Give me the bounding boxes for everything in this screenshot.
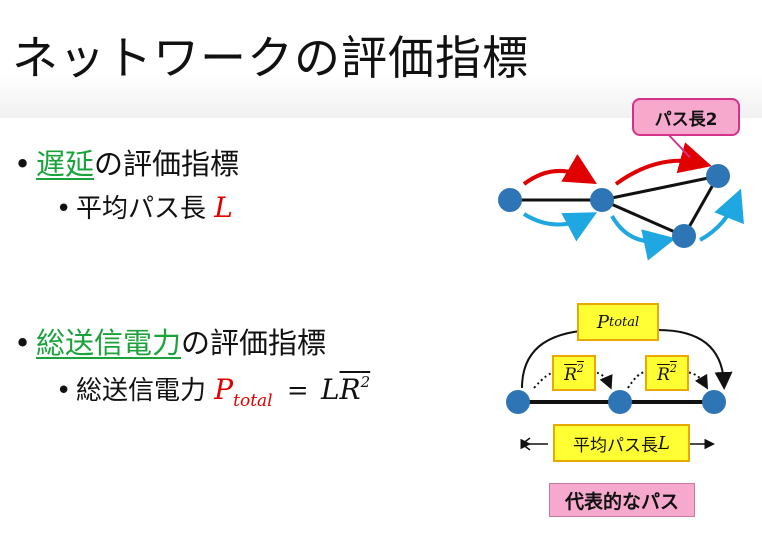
- power-rest: の評価指標: [181, 326, 327, 360]
- power-r: R: [339, 373, 361, 406]
- length-label-text: 平均パス長: [573, 435, 659, 456]
- bullet-dot: •: [56, 376, 72, 406]
- delay-sub-text: 平均パス長: [76, 194, 207, 224]
- power-sub-text: 総送信電力: [76, 376, 207, 406]
- length-label-symbol: L: [658, 432, 670, 454]
- r2-box-left: R2: [552, 355, 596, 391]
- bullet-delay: •遅延の評価指標: [14, 141, 239, 183]
- bullet-dot: •: [56, 194, 72, 224]
- ptotal-sub: total: [608, 314, 640, 330]
- bullet-power-sub: •総送信電力 Ptotal = LR2: [56, 370, 370, 411]
- bullet-delay-sub: •平均パス長 L: [56, 188, 233, 225]
- delay-sub-symbol: L: [214, 191, 233, 224]
- power-l: L: [320, 373, 340, 406]
- power-r-sup: 2: [360, 373, 371, 391]
- r2-right-sup: 2: [669, 361, 677, 375]
- power-p-sub: total: [233, 391, 273, 411]
- bullet-dot: •: [14, 147, 32, 181]
- bullet-dot: •: [14, 326, 32, 360]
- representative-path-label: 代表的なパス: [549, 483, 695, 517]
- power-eq: =: [286, 376, 309, 406]
- path-length-callout: パス長2: [632, 98, 740, 136]
- diagram1-arrows: [522, 131, 744, 261]
- r2-left-sup: 2: [576, 361, 584, 375]
- diagram1-nodes: [498, 164, 730, 248]
- r2-box-right: R2: [645, 355, 689, 391]
- delay-rest: の評価指標: [94, 147, 240, 181]
- bullet-power: •総送信電力の評価指標: [14, 320, 326, 362]
- r2-left-bar: R2: [564, 362, 584, 385]
- r2-left-r: R: [564, 364, 577, 385]
- ptotal-p: P: [596, 311, 609, 333]
- r2-right-r: R: [657, 364, 670, 385]
- r2-right-bar: R2: [657, 362, 677, 385]
- power-r-bar: R2: [340, 373, 371, 406]
- slide-title: ネットワークの評価指標: [12, 31, 529, 85]
- diagram2-nodes: [506, 390, 726, 414]
- power-highlight: 総送信電力: [36, 326, 182, 360]
- delay-highlight: 遅延: [36, 147, 95, 181]
- power-p: P: [214, 373, 234, 406]
